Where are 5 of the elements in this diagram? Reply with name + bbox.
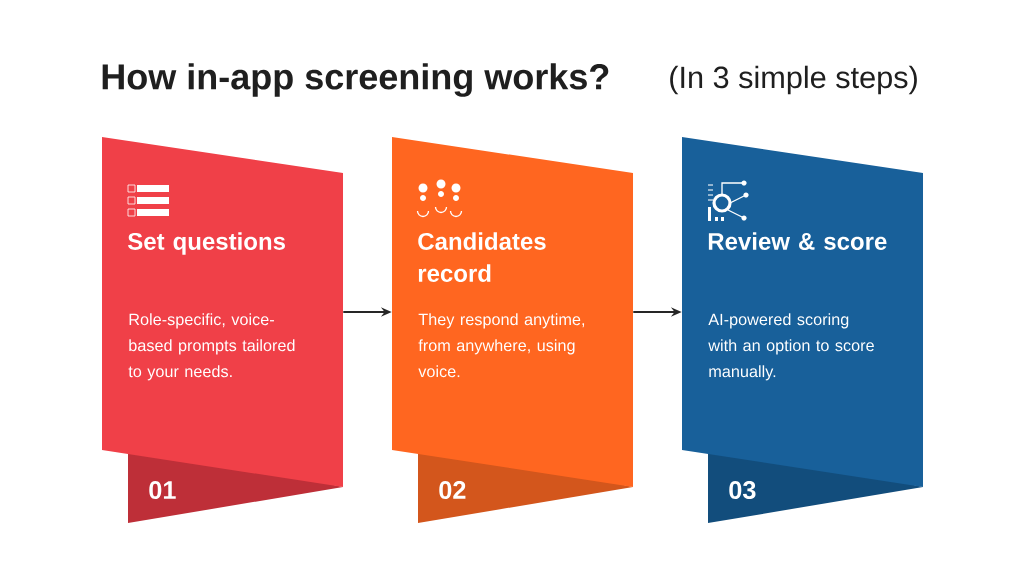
step-card: Candidates record They respond anytime, from anywhere, using voice. 02 (392, 137, 633, 523)
step-card: Review & score AI-powered scoring with an option to score manually. 03 (682, 137, 923, 523)
step-card: Set questions Role-specific, voice-based prompts tailored to your needs. 01 (102, 137, 343, 523)
title: How in-app screening works? (102, 63, 609, 97)
subtitle: (In 3 simple steps) (670, 65, 917, 95)
